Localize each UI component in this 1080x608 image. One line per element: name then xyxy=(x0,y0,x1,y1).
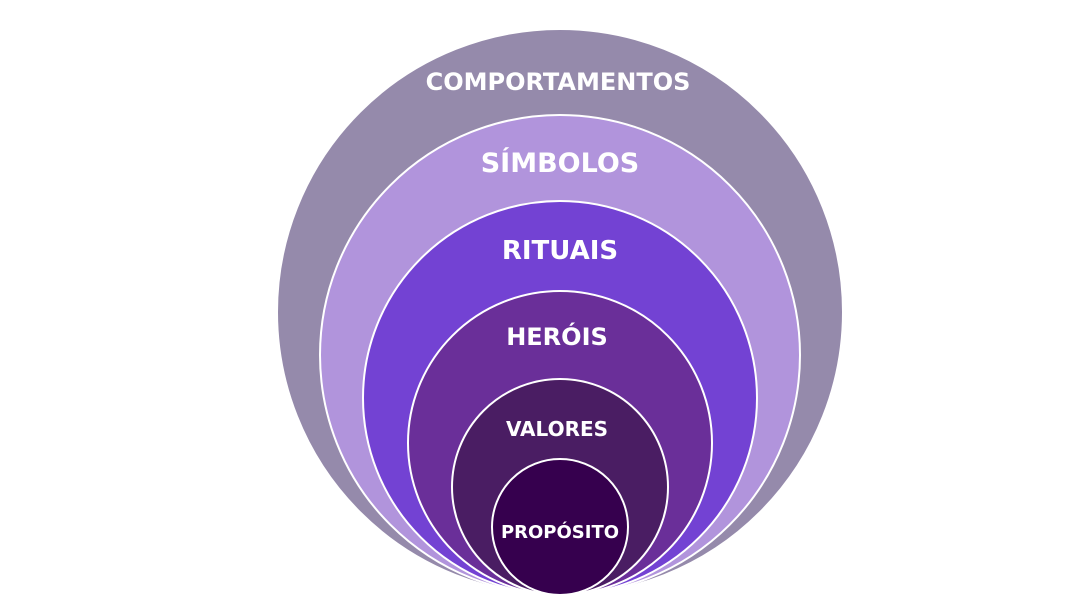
layer-proposito: PROPÓSITO xyxy=(491,458,629,596)
layer-comportamentos-label: COMPORTAMENTOS xyxy=(426,68,691,96)
layer-proposito-label: PROPÓSITO xyxy=(501,521,619,543)
layer-valores-label: VALORES xyxy=(506,417,608,441)
layer-proposito-circle xyxy=(491,458,629,596)
layer-simbolos-label: SÍMBOLOS xyxy=(481,147,640,179)
layer-herois-label: HERÓIS xyxy=(506,321,608,351)
layer-rituais-label: RITUAIS xyxy=(502,236,618,266)
